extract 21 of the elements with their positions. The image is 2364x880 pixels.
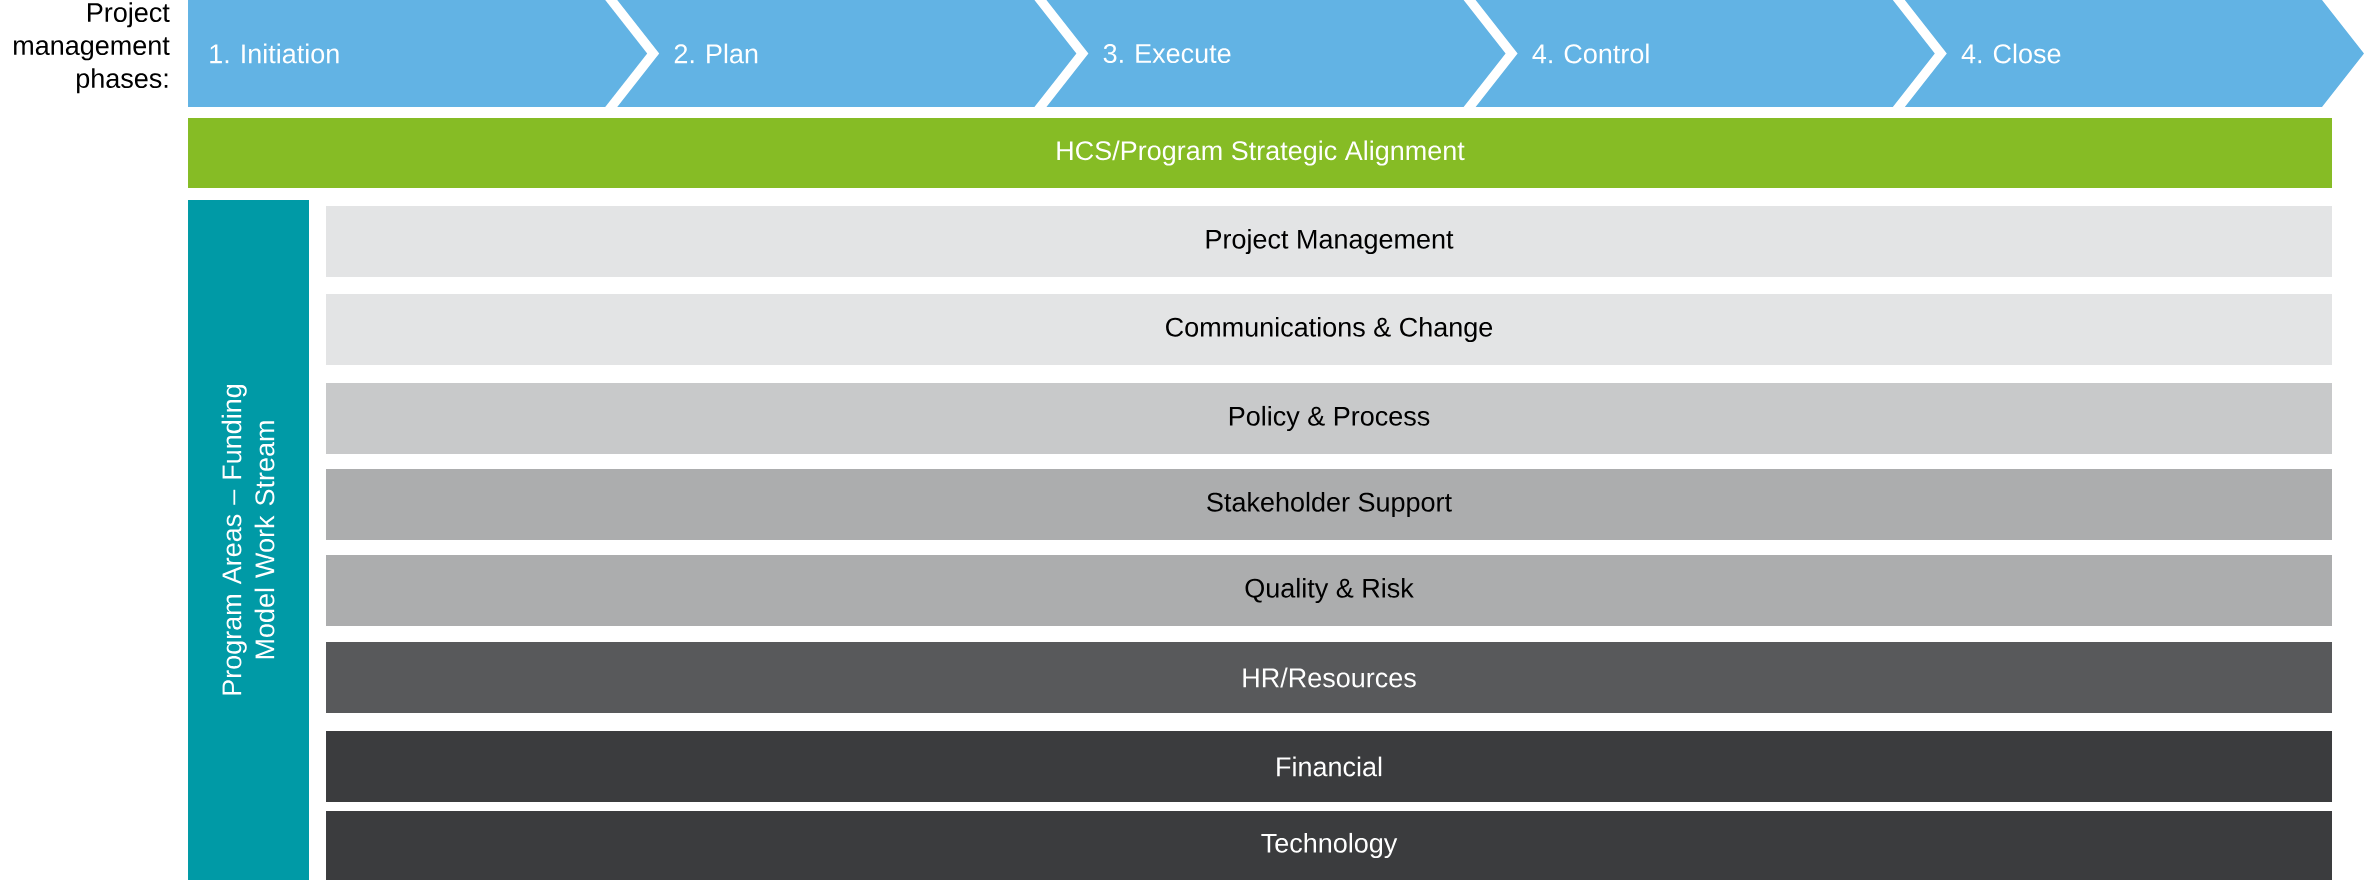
work-stream-bar: Financial [326,731,2332,802]
side-band: Program Areas – Funding Model Work Stream [188,200,309,880]
node-label: 4. Control [1532,43,1649,64]
phase-banner: 1. Initiation [188,0,648,107]
node-label: 3. Execute [1103,43,1231,64]
work-stream-bar: Project Management [326,206,2332,277]
phase-banner: 3. Execute [1046,0,1506,107]
alignment-band: HCS/Program Strategic Alignment [188,118,2332,188]
work-stream-bar: HR/Resources [326,642,2332,713]
side-label: Project management phases: [14,2,170,94]
work-stream-bar: Technology [326,811,2332,880]
work-stream-bar: Quality & Risk [326,555,2332,626]
phase-banner: 2. Plan [617,0,1077,107]
node-label: 4. Close [1961,43,2061,64]
node-label: 2. Plan [674,43,758,64]
phase-banner: 4. Close [1904,0,2364,107]
work-stream-bar: Stakeholder Support [326,469,2332,540]
work-stream-bar: Policy & Process [326,383,2332,454]
work-stream-bar: Communications & Change [326,294,2332,365]
phase-banner: 4. Control [1475,0,1935,107]
node-label: 1. Initiation [210,43,339,64]
